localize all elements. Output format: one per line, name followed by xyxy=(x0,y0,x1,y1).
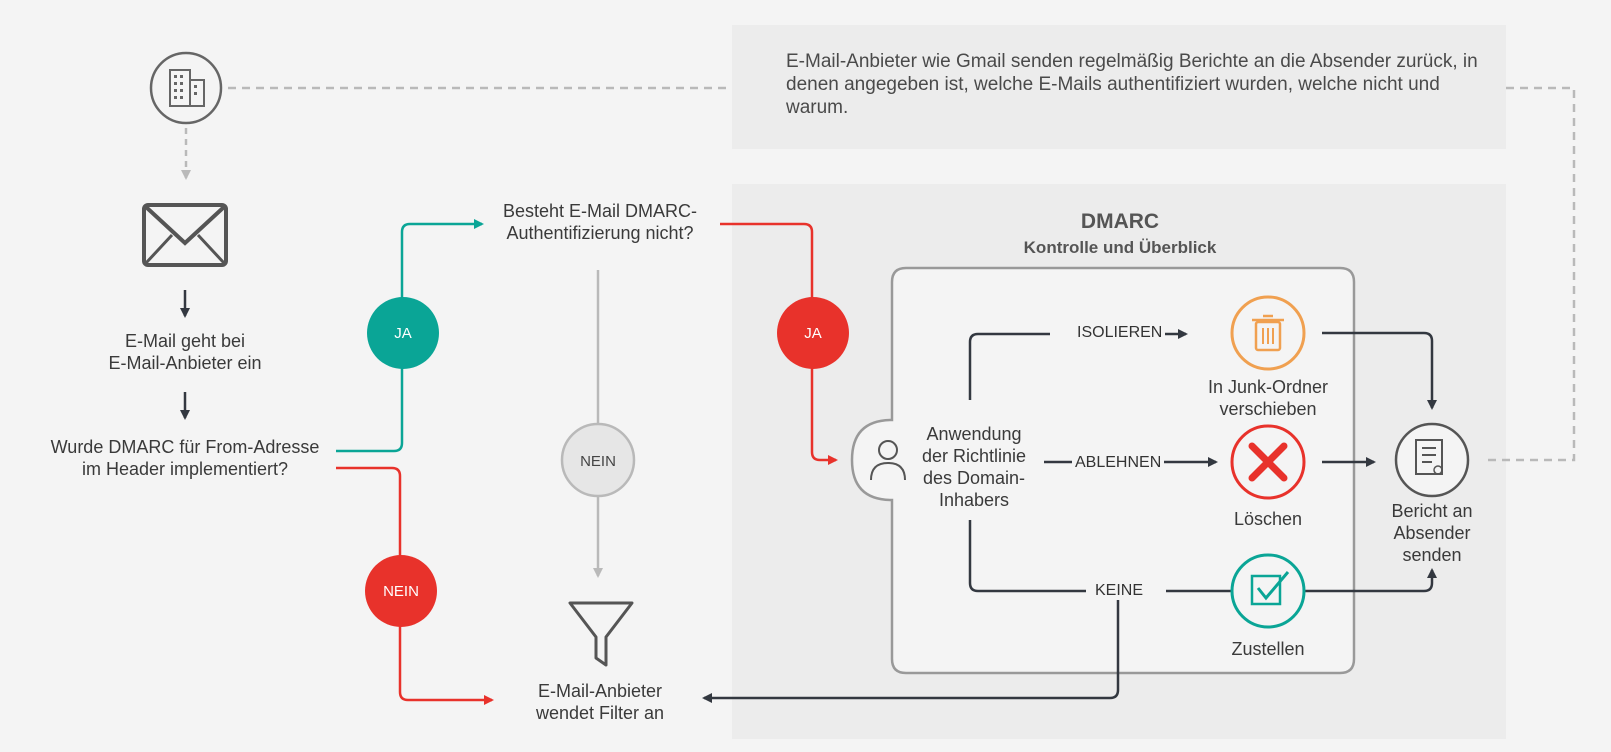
junk-label: In Junk-Ordner verschieben xyxy=(1207,377,1329,419)
building-icon xyxy=(149,51,223,125)
nein-gray-badge: NEIN xyxy=(560,422,636,498)
delete-label: Löschen xyxy=(1233,509,1303,529)
arrow-deliver-report xyxy=(1304,568,1437,593)
info-panel xyxy=(732,25,1506,149)
person-icon xyxy=(870,440,906,481)
nein-gray-label: NEIN xyxy=(580,453,616,470)
action-none: KEINE xyxy=(1092,582,1147,600)
policy-label: Anwendung der Richtlinie des Domain- Inh… xyxy=(921,424,1027,510)
ja-red-label: JA xyxy=(804,325,822,342)
arrow-junk-report xyxy=(1322,331,1437,410)
report-label: Bericht an Absender senden xyxy=(1391,501,1473,565)
ja-red-badge: JA xyxy=(777,297,849,369)
line-none xyxy=(968,520,1086,593)
action-reject: ABLEHNEN xyxy=(1072,454,1165,472)
funnel-icon xyxy=(568,601,634,667)
fail-question-label: Besteht E-Mail DMARC- Authentifizierung … xyxy=(502,201,698,243)
ja-teal-badge: JA xyxy=(367,297,439,369)
dmarc-question-label: Wurde DMARC für From-Adresse im Header i… xyxy=(50,437,320,479)
deliver-label: Zustellen xyxy=(1231,639,1305,659)
nein-red-label: NEIN xyxy=(383,583,419,600)
arrow-none-filter xyxy=(702,600,1120,703)
filter-label: E-Mail-Anbieter wendet Filter an xyxy=(535,681,665,723)
email-arrives-label: E-Mail geht bei E-Mail-Anbieter ein xyxy=(108,331,262,373)
envelope-icon xyxy=(142,203,228,267)
report-icon xyxy=(1394,422,1470,498)
info-text: E-Mail-Anbieter wie Gmail senden regelmä… xyxy=(786,51,1478,118)
dmarc-subtitle: Kontrolle und Überblick xyxy=(1023,238,1217,257)
dmarc-title: DMARC xyxy=(1080,210,1160,233)
ja-teal-label: JA xyxy=(394,325,412,342)
line-isolate xyxy=(968,332,1050,400)
report-loop-line xyxy=(228,86,1576,462)
nein-red-badge: NEIN xyxy=(365,555,437,627)
action-isolate: ISOLIEREN xyxy=(1074,324,1166,342)
checkbox-icon xyxy=(1230,553,1306,629)
trash-icon xyxy=(1230,295,1306,371)
x-icon xyxy=(1230,424,1306,500)
